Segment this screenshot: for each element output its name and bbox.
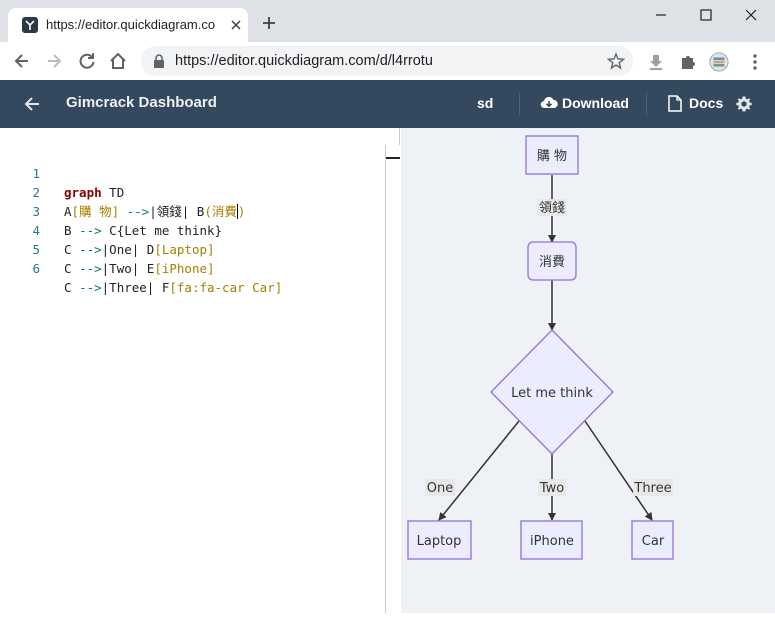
cloud-download-icon — [540, 96, 558, 109]
code-arrow: --> — [79, 261, 102, 276]
code-string: [Laptop] — [154, 242, 215, 257]
code-text: C — [64, 242, 80, 257]
code-text: TD — [101, 185, 125, 200]
forward-arrow-icon[interactable] — [44, 51, 64, 71]
browser-tab[interactable]: https://editor.quickdiagram.co — [8, 8, 248, 42]
line-number: 3 — [32, 204, 40, 219]
code-text: |One| D — [101, 242, 155, 257]
node-a-label: 購 物 — [537, 149, 567, 164]
profile-icon[interactable] — [709, 52, 729, 72]
code-line[interactable]: 1 graph TD — [0, 145, 124, 200]
docs-label: Docs — [689, 95, 724, 111]
reload-icon[interactable] — [77, 51, 97, 71]
gear-icon[interactable] — [735, 95, 753, 113]
code-text: C — [64, 261, 80, 276]
node-b-label: 消費 — [539, 255, 565, 270]
code-arrow: --> — [79, 280, 102, 295]
editor-ruler — [386, 157, 400, 159]
code-line[interactable]: 3 B --> C{Let me think} — [0, 183, 222, 238]
code-line[interactable]: 4 C -->|One| D[Laptop] — [0, 202, 214, 257]
line-number: 6 — [32, 261, 40, 276]
code-string: [購 物] — [71, 204, 120, 219]
edge-label-bg — [633, 479, 673, 496]
node-b[interactable] — [527, 241, 577, 281]
tab-title: https://editor.quickdiagram.co — [46, 17, 216, 32]
plus-icon[interactable] — [260, 14, 278, 32]
code-editor[interactable]: 1 graph TD 2 A[購 物] -->|領錢| B(消費) 3 B --… — [0, 128, 400, 613]
code-string: [fa:fa-car Car] — [169, 280, 283, 295]
node-d[interactable] — [407, 520, 472, 560]
code-line[interactable]: 5 C -->|Two| E[iPhone] — [0, 221, 214, 276]
minimize-icon[interactable] — [651, 6, 671, 24]
edge-label-one: One — [427, 481, 453, 496]
node-f-label: Car — [642, 534, 665, 549]
edge-label-bg — [425, 479, 455, 496]
node-a[interactable] — [525, 135, 579, 175]
code-keyword: graph — [64, 185, 102, 200]
download-label: Download — [562, 95, 629, 111]
code-text: |領錢| B — [149, 204, 205, 219]
line-number: 4 — [32, 223, 40, 238]
node-e[interactable] — [520, 520, 583, 560]
code-string: [iPhone] — [154, 261, 215, 276]
code-text: B — [64, 223, 80, 238]
back-arrow-icon[interactable] — [12, 51, 32, 71]
code-text: |Three| F — [101, 280, 170, 295]
code-text: A — [64, 204, 72, 219]
browser-tab-strip: https://editor.quickdiagram.co — [0, 0, 775, 42]
code-line[interactable]: 2 A[購 物] -->|領錢| B(消費) — [0, 164, 245, 219]
kebab-menu-icon[interactable] — [745, 52, 765, 72]
code-text: C — [64, 280, 80, 295]
edge-label-three: Three — [633, 481, 671, 496]
edge-label-two: Two — [539, 481, 564, 496]
edge-label-bg — [537, 199, 567, 216]
code-text: |Two| E — [101, 261, 155, 276]
code-arrow: --> — [79, 242, 102, 257]
line-number: 5 — [32, 242, 40, 257]
header-divider — [646, 93, 647, 115]
browser-toolbar: https://editor.quickdiagram.com/d/l4rrot… — [0, 42, 775, 80]
node-d-label: Laptop — [417, 534, 462, 549]
download-icon[interactable] — [646, 52, 666, 72]
node-e-label: iPhone — [530, 534, 574, 549]
home-icon[interactable] — [108, 51, 128, 71]
code-line[interactable]: 6 C -->|Three| F[fa:fa-car Car] — [0, 240, 282, 295]
maximize-icon[interactable] — [696, 6, 716, 24]
line-number: 2 — [32, 185, 40, 200]
code-arrow: --> — [119, 204, 150, 219]
node-f[interactable] — [631, 520, 674, 560]
code-string: (消費 — [204, 204, 237, 219]
close-icon[interactable] — [228, 17, 244, 33]
header-divider — [519, 93, 520, 115]
close-window-icon[interactable] — [741, 6, 761, 24]
app-favicon-icon — [22, 17, 38, 33]
document-icon — [668, 95, 682, 112]
star-icon[interactable] — [607, 52, 625, 70]
edge-label-ab: 領錢 — [539, 200, 565, 216]
lock-icon[interactable] — [153, 54, 165, 68]
page-title: Gimcrack Dashboard — [66, 94, 217, 111]
node-c-label: Let me think — [511, 386, 593, 401]
url-text[interactable]: https://editor.quickdiagram.com/d/l4rrot… — [175, 53, 433, 69]
code-arrow: --> — [79, 223, 102, 238]
flowchart: 領錢 One Two Three 購 物 消費 Let me think Lap… — [407, 135, 674, 560]
editor-scrollbar[interactable] — [385, 145, 400, 613]
puzzle-icon[interactable] — [678, 52, 698, 72]
user-name[interactable]: sd — [477, 95, 494, 111]
app-header: Gimcrack Dashboard sd Download Docs — [0, 80, 775, 128]
back-arrow-icon[interactable] — [22, 94, 42, 114]
text-cursor — [236, 204, 238, 219]
diagram-preview[interactable]: 領錢 One Two Three 購 物 消費 Let me think Lap… — [401, 128, 775, 613]
code-text: C{Let me think} — [101, 223, 223, 238]
edge-c-f — [584, 420, 653, 521]
address-bar[interactable]: https://editor.quickdiagram.com/d/l4rrot… — [141, 46, 633, 76]
line-number: 1 — [32, 166, 40, 181]
edge-c-d — [438, 420, 520, 521]
edge-label-bg — [538, 479, 566, 496]
code-string: ) — [237, 204, 246, 219]
node-c[interactable] — [490, 329, 614, 455]
